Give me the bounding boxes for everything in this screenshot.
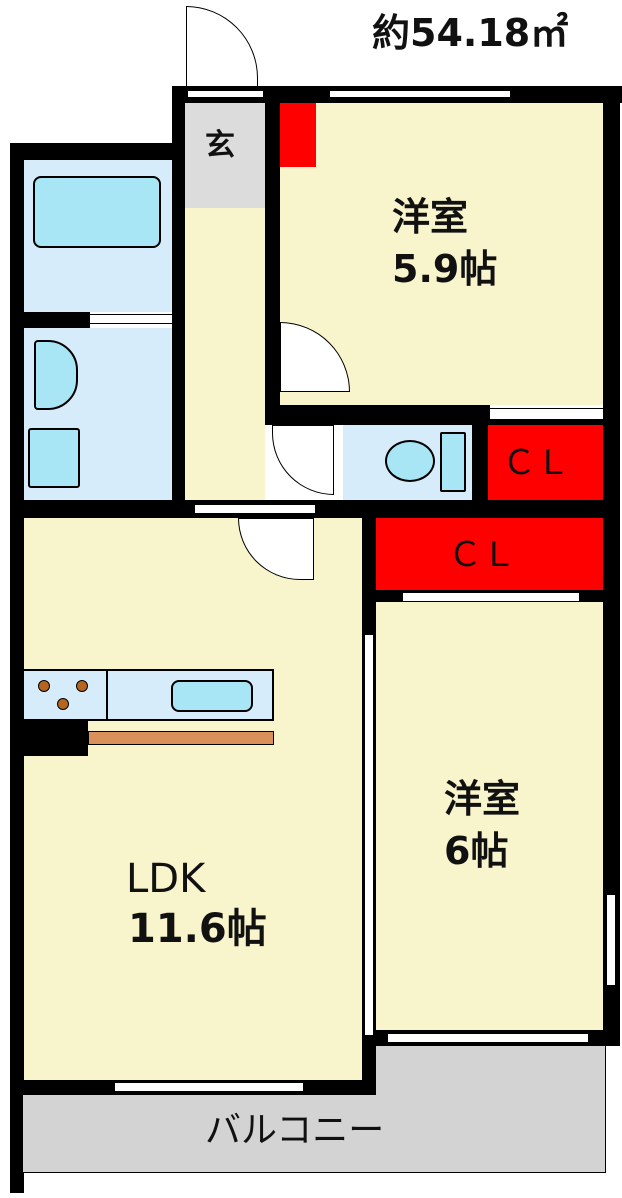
- corridor: [185, 208, 265, 500]
- entrance-label: 玄: [205, 128, 235, 163]
- closet-1-label: ＣＬ: [502, 443, 570, 483]
- ldk-size: 11.6帖: [128, 906, 267, 952]
- window: [115, 1082, 303, 1092]
- balcony-upper: [376, 1046, 606, 1096]
- total-area-label: 約54.18㎡: [372, 11, 569, 55]
- ldk-room: [24, 518, 362, 1080]
- shoe-closet: [280, 103, 316, 167]
- entrance-door: [186, 6, 258, 86]
- room2-size: 6帖: [444, 829, 509, 873]
- wall: [172, 86, 185, 516]
- wall: [265, 420, 617, 425]
- bathtub-icon: [33, 176, 161, 248]
- ldk-door-frame: [195, 504, 315, 514]
- window: [606, 895, 616, 985]
- closet-door: [490, 408, 603, 420]
- window: [330, 90, 510, 98]
- balcony: [22, 1095, 606, 1173]
- wall: [472, 420, 488, 500]
- stove-burner-icon: [57, 698, 69, 710]
- closet-2-door: [403, 592, 579, 602]
- room1-size: 5.9帖: [392, 247, 498, 291]
- counter-divider: [106, 669, 108, 721]
- washing-machine-icon: [28, 428, 80, 488]
- western-room-2: [376, 602, 603, 1030]
- room2-name: 洋室: [444, 777, 521, 821]
- bath-door: [90, 314, 172, 324]
- sink-icon: [171, 680, 253, 712]
- closet-2-label: ＣＬ: [448, 535, 516, 575]
- stove-burner-icon: [76, 680, 88, 692]
- right-wall: [603, 86, 620, 1046]
- closet-1: [488, 425, 603, 500]
- toilet-door: [272, 425, 334, 495]
- sliding-door: [364, 635, 374, 1035]
- stove-burner-icon: [38, 680, 50, 692]
- wall: [10, 312, 90, 328]
- balcony-label: バルコニー: [205, 1110, 385, 1151]
- entrance-area: [185, 103, 265, 208]
- wall: [265, 405, 490, 420]
- toilet-tank-icon: [440, 432, 466, 492]
- left-wall: [10, 143, 24, 1193]
- bath-top-wall: [10, 143, 185, 160]
- wall-block: [24, 721, 88, 756]
- room1-name: 洋室: [392, 195, 469, 239]
- ldk-name: LDK: [126, 856, 206, 902]
- wall: [10, 500, 620, 518]
- toilet-icon: [385, 440, 435, 482]
- counter-top: [88, 731, 274, 745]
- window: [388, 1033, 588, 1043]
- closet-2: [376, 518, 603, 590]
- washbasin-icon: [34, 340, 78, 410]
- wall: [265, 103, 280, 420]
- entrance-opening: [188, 90, 263, 98]
- spacer: [265, 167, 327, 217]
